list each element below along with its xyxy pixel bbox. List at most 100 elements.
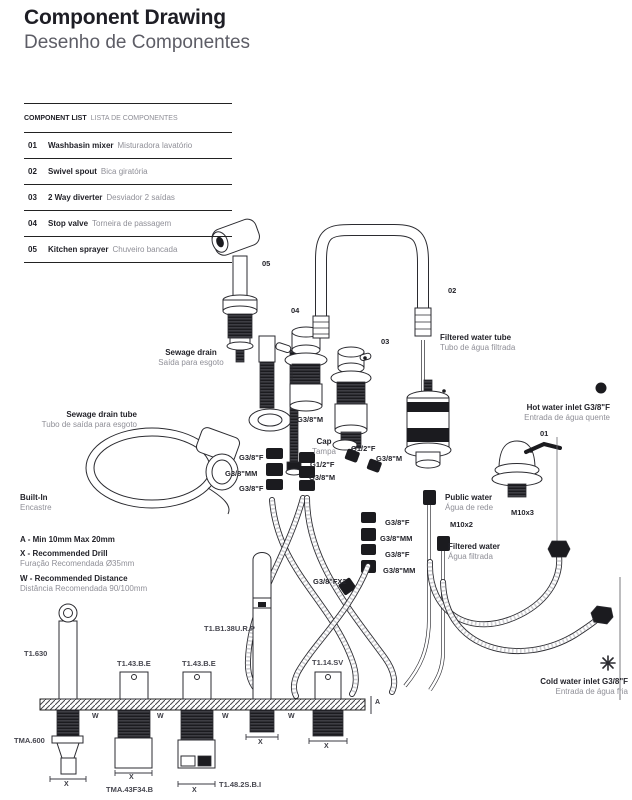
label-pt: Entrada de água fria <box>555 687 629 696</box>
row-name-pt: Bica giratória <box>100 167 148 176</box>
label-pt: Água de rede <box>445 503 494 512</box>
sewage-drain-tube-coil <box>85 427 241 515</box>
row-number: 03 <box>28 193 37 202</box>
label-en: Built-In <box>20 493 48 502</box>
stop-valve-drawing <box>275 326 328 412</box>
row-number: 04 <box>28 219 37 228</box>
annotation-filtered-water-tube: Filtered water tube Tubo de água filtrad… <box>440 333 515 353</box>
label-en: Hot water inlet G3/8"F <box>526 403 610 412</box>
label-en: X - Recommended Drill <box>20 549 108 558</box>
countertop-section-drawing <box>39 552 372 787</box>
annotation-hot-water-inlet: Hot water inlet G3/8"F Entrada de água q… <box>524 403 610 423</box>
spec-m10x2: M10x2 <box>450 520 473 529</box>
row-name-en: Stop valve <box>48 219 89 228</box>
spec-g38mm-3: G3/8"MM <box>383 566 416 575</box>
annotation-sewage-drain-tube: Sewage drain tube Tubo de saída para esg… <box>42 410 137 430</box>
label-en: Cold water inlet G3/8"F <box>540 677 628 686</box>
dim-w-1: W <box>92 713 99 720</box>
spec-m10x3: M10x3 <box>511 508 534 517</box>
note-x: X - Recommended Drill Furação Recomendad… <box>20 549 134 569</box>
fixture-t1-48-2s-b-i <box>177 671 216 787</box>
label-pt: Água filtrada <box>448 552 493 561</box>
spec-g38f-1: G3/8"F <box>239 453 264 462</box>
dim-x-2: X <box>129 774 134 781</box>
label-pt: Tampa <box>311 447 336 456</box>
kitchen-sprayer-drawing <box>211 218 260 363</box>
annotation-filtered-water: Filtered water Água filtrada <box>448 542 500 562</box>
label-pt: Saída para esgoto <box>158 358 224 367</box>
label-en: Sewage drain tube <box>66 410 137 419</box>
page-subtitle: Desenho de Componentes <box>24 32 251 53</box>
code-t1-630: T1.630 <box>24 649 48 658</box>
spec-g38mm-1: G3/8"MM <box>225 469 258 478</box>
label-pt: Entrada de água quente <box>524 413 610 422</box>
cold-indicator-snowflake <box>600 655 616 671</box>
row-number: 01 <box>28 141 37 150</box>
callout-04: 04 <box>291 306 300 315</box>
dim-x-5: X <box>324 743 329 750</box>
fixture-t1-630 <box>49 603 87 782</box>
component-list-row: 05 Kitchen sprayer Chuveiro bancada <box>24 237 232 263</box>
inlet-hoses-drawing <box>403 490 621 700</box>
callout-03: 03 <box>381 337 390 346</box>
callout-05: 05 <box>262 259 271 268</box>
dim-w-4: W <box>288 713 295 720</box>
component-list-row: 03 2 Way diverter Desviador 2 saídas <box>24 185 232 211</box>
dim-w-2: W <box>157 713 164 720</box>
code-t1-b1-38u-r-p: T1.B1.38U.R.P <box>204 624 255 633</box>
row-name-en: Kitchen sprayer <box>48 245 109 254</box>
code-t1-43-b-e-2: T1.43.B.E <box>182 659 216 668</box>
row-name-en: Washbasin mixer <box>48 141 114 150</box>
spec-g12f-1: G1/2"F <box>351 444 376 453</box>
annotation-cap: Cap Tampa <box>306 437 342 457</box>
code-t1-43-b-e-1: T1.43.B.E <box>117 659 151 668</box>
row-name-pt: Misturadora lavatório <box>117 141 193 150</box>
row-name-pt: Desviador 2 saídas <box>106 193 175 202</box>
fixture-t1-14-sv <box>308 671 348 744</box>
component-list-title-en: COMPONENT LIST <box>24 114 87 122</box>
fixture-tma-43f34-b <box>114 671 153 776</box>
component-list: COMPONENT LIST LISTA DE COMPONENTES 01 W… <box>24 103 232 263</box>
dim-x-3: X <box>192 787 197 794</box>
label-pt: Furação Recomendada Ø35mm <box>20 559 135 568</box>
label-en: A - Min 10mm Max 20mm <box>20 535 115 544</box>
label-pt: Tubo de água filtrada <box>440 343 516 352</box>
dim-a: A <box>375 699 381 706</box>
label-en: Public water <box>445 493 493 502</box>
label-en: Filtered water <box>448 542 501 551</box>
label-en: Filtered water tube <box>440 333 512 342</box>
code-tma-600: TMA.600 <box>14 736 45 745</box>
diverter-drawing <box>330 346 372 449</box>
label-en: W - Recommended Distance <box>20 574 128 583</box>
spec-g38f-4: G3/8"F <box>385 550 410 559</box>
code-t1-48-2s-b-i: T1.48.2S.B.I <box>219 780 262 789</box>
spec-g38f-3: G3/8"F <box>385 518 410 527</box>
dim-x-1: X <box>64 781 69 788</box>
component-list-row: 04 Stop valve Torneira de passagem <box>24 211 232 237</box>
spec-g38m-2: G3/8"M <box>376 454 403 463</box>
spec-g38f-2: G3/8"F <box>239 484 264 493</box>
swivel-spout-drawing <box>312 230 432 405</box>
callout-01: 01 <box>540 429 549 438</box>
callout-02: 02 <box>448 286 457 295</box>
row-number: 02 <box>28 167 37 176</box>
fixture-t1-b1-38u-r-p <box>245 552 279 740</box>
annotation-built-in: Built-In Encastre <box>20 493 52 513</box>
row-name-pt: Torneira de passagem <box>92 219 172 228</box>
label-pt: Distância Recomendada 90/100mm <box>20 584 148 593</box>
spec-g38fx2: G3/8"FX2 <box>313 577 347 586</box>
hose-assembly-drawing <box>248 439 394 696</box>
row-name-en: Swivel spout <box>48 167 97 176</box>
label-en: Cap <box>316 437 332 446</box>
code-t1-14-sv: T1.14.SV <box>312 658 344 667</box>
spec-g38mm-2: G3/8"MM <box>380 534 413 543</box>
label-pt: Encastre <box>20 503 52 512</box>
component-list-row: 02 Swivel spout Bica giratória <box>24 159 232 185</box>
spec-g12f-2: G1/2"F <box>310 460 335 469</box>
row-name-en: 2 Way diverter <box>48 193 103 202</box>
washbasin-mixer-drawing <box>491 437 562 553</box>
note-a: A - Min 10mm Max 20mm <box>20 535 115 545</box>
annotation-cold-water-inlet: Cold water inlet G3/8"F Entrada de água … <box>540 677 628 697</box>
label-pt: Tubo de saída para esgoto <box>41 420 137 429</box>
